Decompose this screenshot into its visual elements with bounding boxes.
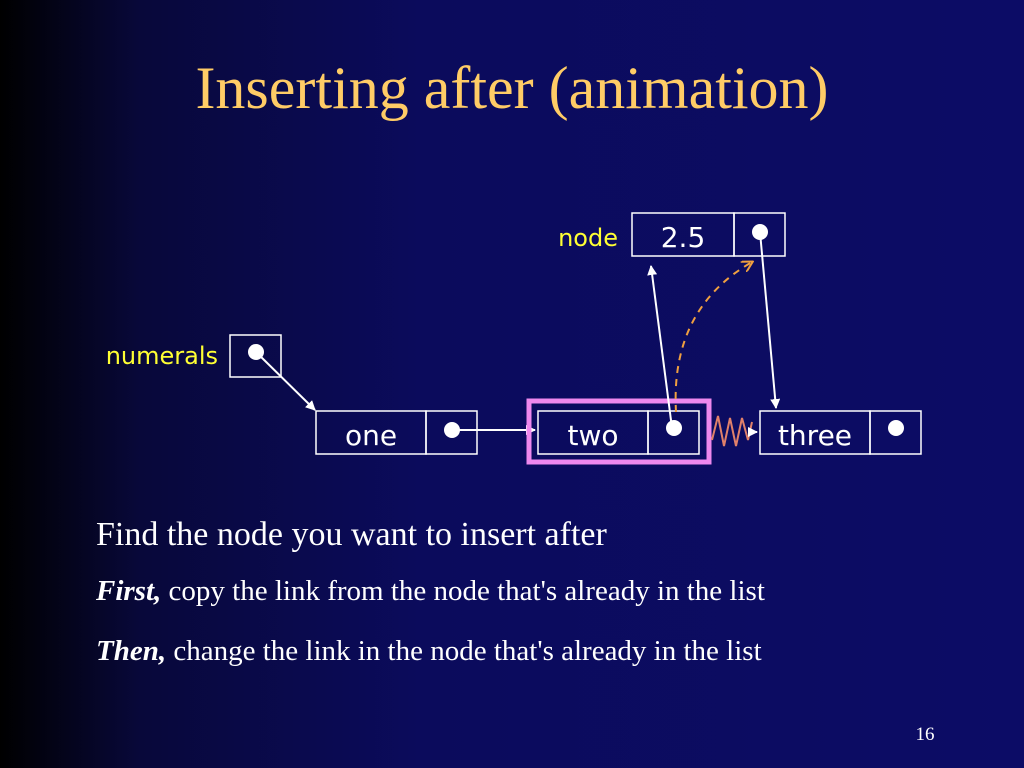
bullet-sub-lead: First, [96,575,162,607]
node-pointer-dot [888,420,904,436]
bullet-main: Find the node you want to insert after [96,516,607,553]
new-node: 2.5 [631,212,786,257]
node-pointer-dot [666,420,682,436]
numerals-label: numerals [106,342,218,370]
list-node-two: two [537,410,700,455]
link-two-to-new-node [647,265,673,429]
copy-link-dashed-arrow [674,262,752,413]
page-number: 16 [915,724,935,745]
node-value: two [567,419,618,452]
bullet-sub-text: copy the link from the node that's alrea… [161,575,765,607]
bullet-sub-then: Then, change the link in the node that's… [96,633,762,669]
bullet-sub-text: change the link in the node that's alrea… [166,635,762,667]
bullet-sub-first: First, copy the link from the node that'… [96,573,765,609]
new-node-value: 2.5 [661,221,706,254]
node-value: one [345,419,397,452]
broken-link-squiggle [711,415,753,447]
numerals-link-arrow [255,351,316,411]
list-node-three: three [759,410,922,455]
node-label: node [558,224,618,252]
link-new-node-to-three [759,231,781,409]
bullet-sub-lead: Then, [96,635,167,667]
node-value: three [778,419,852,452]
highlight-frame [526,398,712,465]
slide-title: Inserting after (animation) [195,55,829,121]
